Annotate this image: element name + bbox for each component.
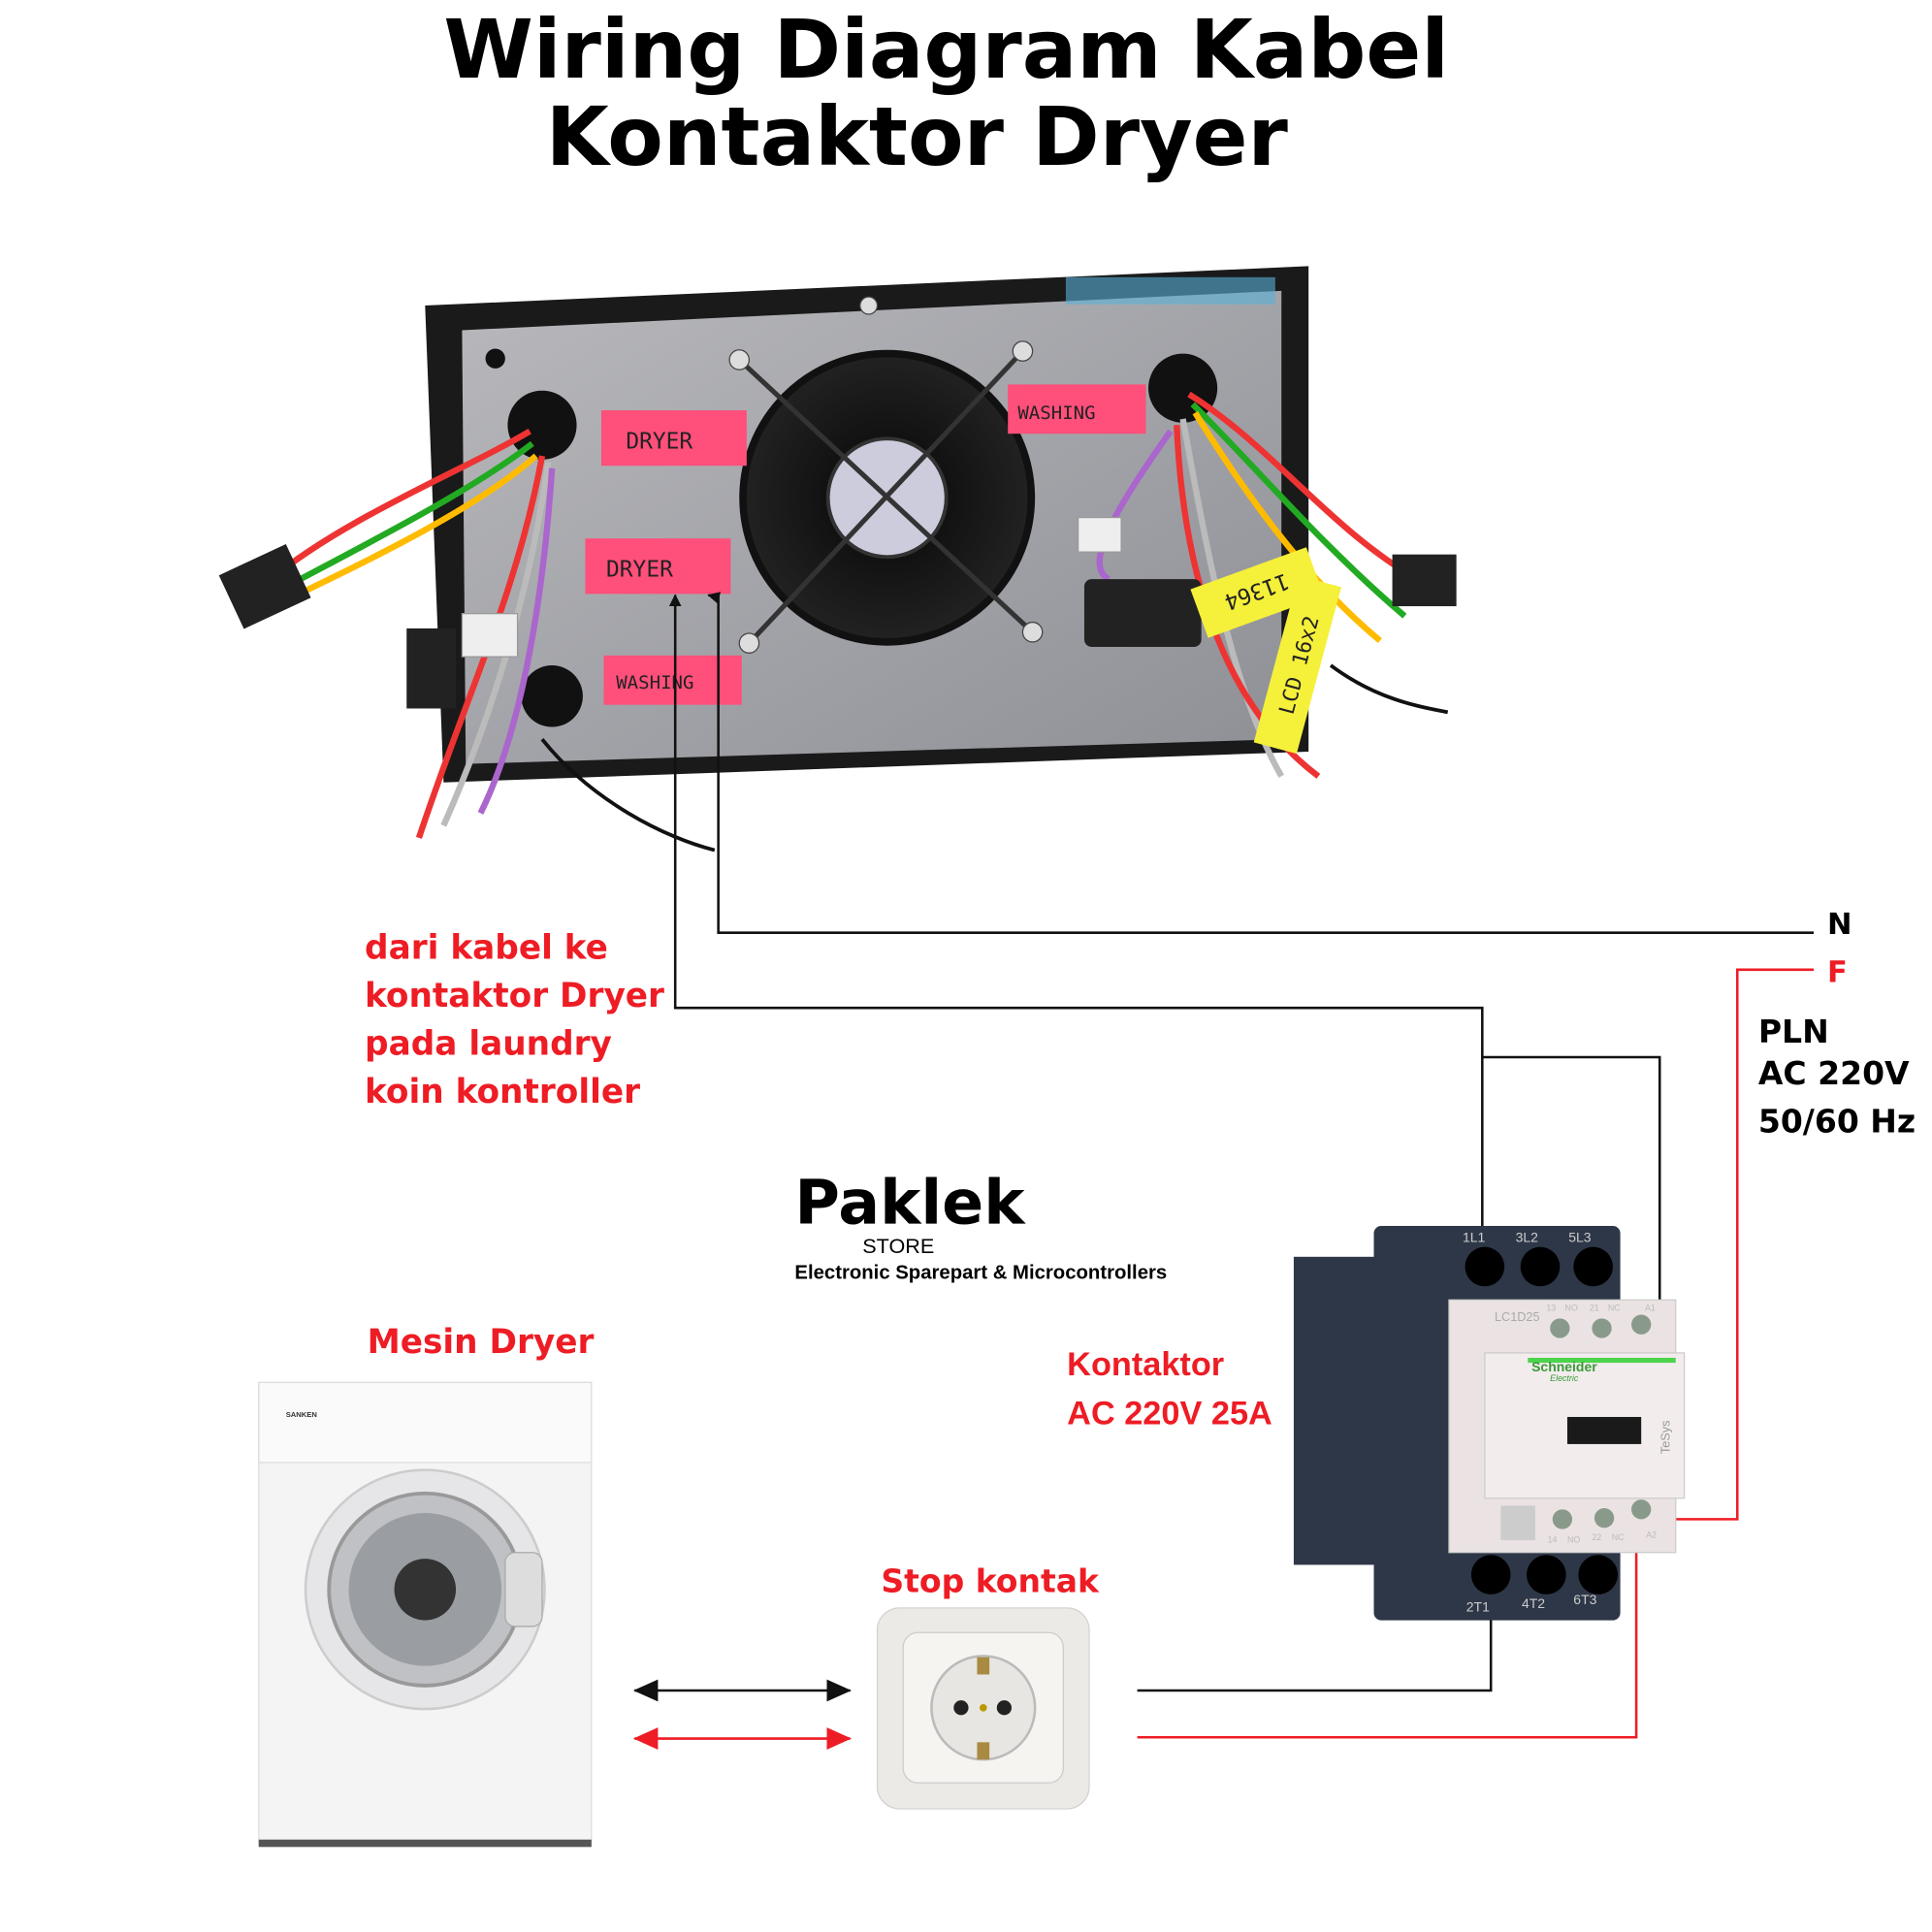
controller-board: DRYER DRYER WASHING WASHING bbox=[218, 266, 1457, 853]
note-line-1: dari kabel ke bbox=[365, 928, 608, 967]
terminal-6t3: 6T3 bbox=[1573, 1592, 1596, 1607]
note-line-2: kontaktor Dryer bbox=[365, 977, 664, 1015]
socket-label: Stop kontak bbox=[881, 1562, 1100, 1599]
terminal-4t2: 4T2 bbox=[1522, 1595, 1545, 1611]
contactor-brand: Schneider bbox=[1531, 1359, 1597, 1374]
dryer-label: Mesin Dryer bbox=[368, 1323, 595, 1362]
paklek-logo: Paklek STORE Electronic Sparepart & Micr… bbox=[794, 1167, 1167, 1284]
controller-label-dryer-2: DRYER bbox=[606, 558, 673, 583]
contactor-brand-sub: Electric bbox=[1550, 1373, 1579, 1383]
terminal-1l1: 1L1 bbox=[1463, 1230, 1486, 1245]
note-line-3: pada laundry bbox=[365, 1024, 612, 1063]
title-line-2: Kontaktor Dryer bbox=[546, 89, 1289, 184]
aux-top-a1: A1 bbox=[1645, 1304, 1656, 1313]
note-text: dari kabel ke kontaktor Dryer pada laund… bbox=[365, 928, 664, 1111]
logo-tagline: Electronic Sparepart & Microcontrollers bbox=[794, 1263, 1167, 1284]
aux-bottom-22: 22 bbox=[1592, 1532, 1601, 1542]
phase-label: F bbox=[1827, 956, 1848, 990]
controller-label-washing-2: WASHING bbox=[616, 672, 693, 693]
contactor-label-line-1: Kontaktor bbox=[1067, 1346, 1224, 1383]
phase-wires bbox=[1137, 968, 1815, 1739]
aux-bottom-a2: A2 bbox=[1646, 1530, 1657, 1539]
power-source-line-3: 50/60 Hz bbox=[1758, 1103, 1916, 1141]
power-source-line-2: AC 220V bbox=[1758, 1054, 1910, 1092]
contactor-label-line-2: AC 220V 25A bbox=[1067, 1396, 1272, 1433]
power-source-line-1: PLN bbox=[1758, 1013, 1829, 1050]
terminal-3l2: 3L2 bbox=[1516, 1230, 1539, 1245]
wall-socket bbox=[876, 1607, 1090, 1810]
dryer-machine: SANKEN bbox=[258, 1381, 593, 1848]
terminal-2t1: 2T1 bbox=[1466, 1599, 1490, 1615]
aux-bottom-nc: NC bbox=[1612, 1532, 1625, 1542]
aux-top-nc: NC bbox=[1608, 1304, 1621, 1313]
logo-brand: Paklek bbox=[794, 1167, 1026, 1239]
neutral-label: N bbox=[1827, 908, 1852, 942]
dryer-brand: SANKEN bbox=[286, 1410, 317, 1419]
logo-store: STORE bbox=[862, 1234, 934, 1258]
terminal-5l3: 5L3 bbox=[1568, 1230, 1592, 1245]
controller-label-washing-1: WASHING bbox=[1017, 402, 1095, 424]
note-line-4: koin kontroller bbox=[365, 1073, 640, 1111]
aux-top-21: 21 bbox=[1590, 1304, 1599, 1313]
controller-label-dryer-1: DRYER bbox=[626, 429, 692, 454]
contactor-series: TeSys bbox=[1658, 1421, 1672, 1455]
aux-bottom-no: NO bbox=[1567, 1535, 1580, 1545]
contactor: 1L1 3L2 5L3 2T1 4T2 6T3 Schneider Electr… bbox=[1293, 1226, 1686, 1621]
aux-bottom-14: 14 bbox=[1548, 1535, 1558, 1545]
aux-top-13: 13 bbox=[1546, 1304, 1556, 1313]
contactor-model: LC1D25 bbox=[1495, 1310, 1540, 1324]
aux-top-no: NO bbox=[1564, 1304, 1577, 1313]
title-line-1: Wiring Diagram Kabel bbox=[443, 2, 1449, 97]
